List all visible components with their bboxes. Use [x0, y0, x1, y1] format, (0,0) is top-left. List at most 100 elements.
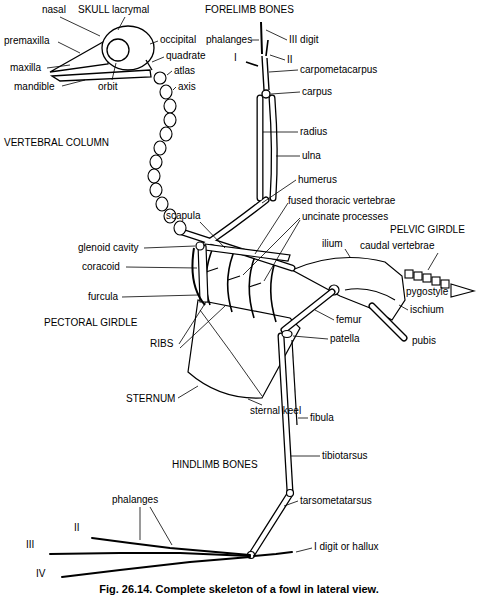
bone-outline	[284, 292, 332, 330]
toes	[254, 552, 292, 556]
leader-lines	[264, 220, 300, 281]
neck-vertebrae	[150, 183, 162, 197]
leg-details	[282, 331, 292, 338]
part-label: quadrate	[166, 50, 205, 62]
part-label: nasal	[42, 4, 66, 16]
leader-lines	[270, 55, 285, 60]
part-label: phalanges	[206, 34, 252, 46]
bone-outline	[272, 98, 274, 198]
neck-vertebrae	[154, 72, 166, 84]
part-label: mandible	[14, 81, 55, 93]
leader-lines	[200, 222, 225, 248]
neck-vertebrae	[150, 155, 162, 169]
toes	[50, 553, 250, 556]
leader-lines	[298, 418, 308, 419]
part-label: uncinate processes	[302, 211, 388, 223]
neck-vertebrae	[160, 127, 172, 141]
part-label: PECTORAL GIRDLE	[44, 317, 137, 329]
bone-fill	[252, 494, 290, 554]
leader-lines	[173, 87, 176, 90]
part-label: tibiotarsus	[322, 450, 368, 462]
neck-vertebrae	[148, 169, 160, 183]
leader-lines	[399, 305, 408, 310]
leader-lines	[428, 253, 438, 270]
bone-outline	[252, 494, 290, 554]
ribs	[228, 249, 235, 312]
toes	[62, 557, 250, 577]
bone-fill	[258, 98, 262, 198]
leader-lines	[271, 92, 300, 94]
part-label: FORELIMB BONES	[205, 4, 294, 16]
bone-outline	[257, 98, 264, 198]
leader-lines	[60, 17, 100, 36]
leader-lines	[144, 246, 195, 248]
wing-hand	[246, 62, 258, 66]
skull	[52, 70, 151, 81]
leg-details	[287, 490, 294, 497]
skull	[146, 60, 152, 70]
part-label: ischium	[410, 304, 444, 316]
wing-hand	[262, 56, 269, 90]
part-label: carpometacarpus	[300, 64, 377, 76]
part-label: fused thoracic vertebrae	[288, 195, 395, 207]
part-label: I	[234, 52, 237, 64]
skull	[107, 39, 129, 61]
wing-hand	[262, 90, 270, 98]
part-label: STERNUM	[126, 393, 175, 405]
part-label: I digit or hallux	[314, 541, 378, 553]
bone-fill	[205, 200, 266, 245]
part-label: furcula	[88, 291, 118, 303]
leader-lines	[251, 40, 259, 41]
leader-lines	[266, 30, 287, 40]
neck-vertebrae	[160, 85, 172, 99]
bone-fill	[182, 98, 404, 554]
part-label: SKULL	[78, 4, 110, 16]
bone-fill	[284, 292, 332, 330]
part-label: lacrymal	[112, 4, 149, 16]
skull	[50, 26, 154, 81]
skull	[50, 38, 110, 72]
part-label: femur	[336, 314, 362, 326]
part-label: pubis	[412, 335, 436, 347]
leader-lines	[150, 41, 158, 44]
wing-hand	[261, 22, 262, 54]
part-label: III	[26, 539, 34, 551]
leader-lines	[263, 132, 298, 133]
skull	[102, 26, 154, 70]
bone-fill	[272, 98, 274, 198]
part-label: HINDLIMB BONES	[172, 459, 258, 471]
leader-lines	[150, 507, 172, 545]
part-label: scapula	[166, 210, 200, 222]
part-label: coracoid	[82, 261, 120, 273]
part-label: occipital	[160, 34, 196, 46]
part-label: humerus	[298, 174, 337, 186]
neck-vertebrae	[154, 141, 166, 155]
leader-lines	[243, 218, 300, 275]
leader-lines	[276, 156, 300, 157]
part-label: carpus	[302, 86, 332, 98]
leader-lines	[167, 71, 172, 75]
leg-details	[248, 331, 298, 559]
part-label: maxilla	[10, 62, 41, 74]
ribs	[249, 283, 261, 287]
ribs	[228, 276, 240, 280]
part-label: IV	[36, 568, 45, 580]
leader-lines	[58, 42, 80, 53]
leader-lines	[269, 70, 298, 72]
neck-vertebrae	[164, 113, 176, 127]
leader-lines	[118, 17, 125, 30]
wing-hand	[266, 40, 268, 56]
ribs	[206, 268, 218, 272]
tail	[405, 270, 413, 278]
tail	[423, 274, 431, 282]
part-label: orbit	[98, 81, 117, 93]
part-label: premaxilla	[4, 35, 50, 47]
part-label: RIBS	[150, 338, 173, 350]
part-label: caudal vertebrae	[360, 240, 435, 252]
pectoral-bones	[198, 244, 208, 302]
leader-lines	[47, 65, 70, 68]
leader-lines	[152, 57, 164, 62]
sternum	[200, 310, 262, 396]
